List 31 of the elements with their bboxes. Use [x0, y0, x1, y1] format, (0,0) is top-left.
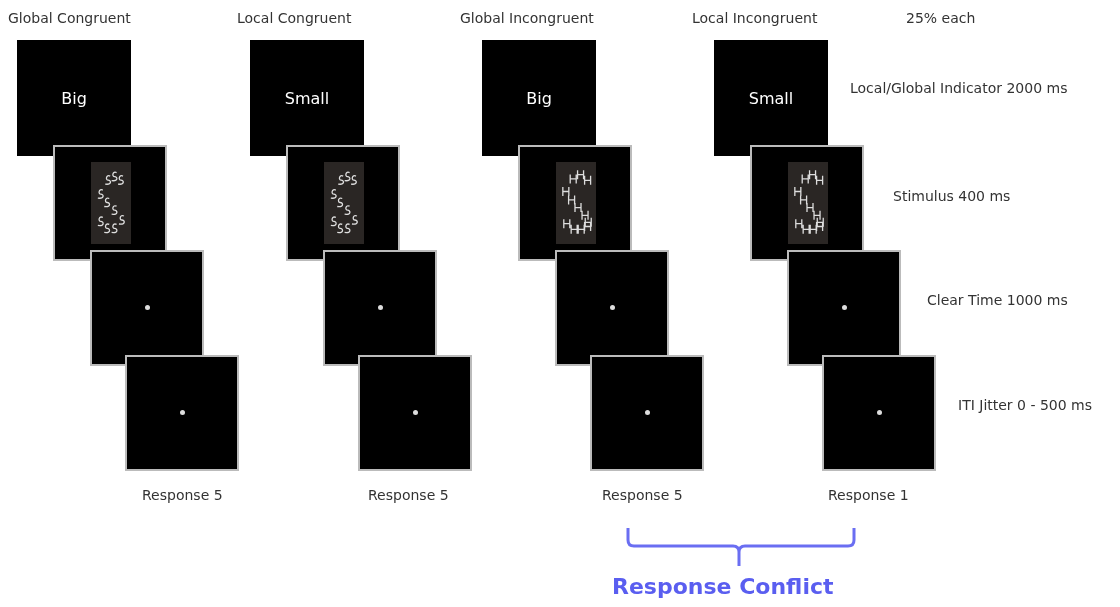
screen — [358, 355, 472, 471]
screen — [714, 40, 828, 156]
screen — [250, 40, 364, 156]
response-label: Response 5 — [368, 487, 449, 503]
cue-word: Small — [747, 88, 795, 108]
phase-label: Stimulus 400 ms — [893, 188, 1011, 204]
screen — [822, 355, 936, 471]
response-label: Response 5 — [602, 487, 683, 503]
condition-heading: Local Incongruent — [692, 10, 818, 26]
response-label: Response 1 — [828, 487, 909, 503]
stimulus-screen — [286, 145, 400, 261]
response-label: Response 5 — [142, 487, 223, 503]
stimulus-screen — [53, 145, 167, 261]
proportion-note: 25% each — [906, 10, 976, 26]
screen — [125, 355, 239, 471]
screen — [590, 355, 704, 471]
stimulus-screen — [750, 145, 864, 261]
screen — [555, 250, 669, 366]
conflict-label: Response Conflict — [612, 574, 834, 599]
screen — [787, 250, 901, 366]
screen — [17, 40, 131, 156]
cue-word: Big — [525, 88, 553, 108]
cue-word: Small — [283, 88, 331, 108]
condition-heading: Local Congruent — [237, 10, 352, 26]
screen — [323, 250, 437, 366]
phase-label: Local/Global Indicator 2000 ms — [850, 80, 1068, 96]
cue-word: Big — [60, 88, 88, 108]
phase-label: Clear Time 1000 ms — [927, 292, 1068, 308]
stimulus-screen — [518, 145, 632, 261]
screen — [482, 40, 596, 156]
screen — [90, 250, 204, 366]
